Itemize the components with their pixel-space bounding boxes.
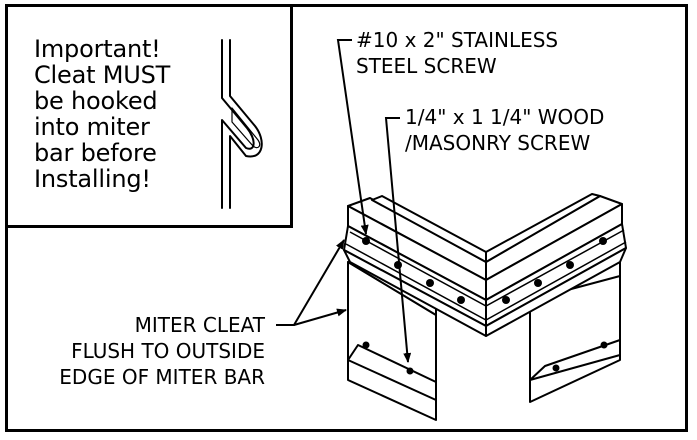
miter-cleat-label-line-2: FLUSH TO OUTSIDE — [71, 339, 265, 363]
wood-screw-label-line-1: 1/4" x 1 1/4" WOOD — [405, 105, 605, 129]
leader-lines — [276, 39, 412, 363]
leg-screw-dot — [406, 367, 414, 375]
leg-screw-dot — [552, 364, 560, 372]
diagram-border — [5, 4, 688, 432]
wood-screw-label-line-2: /MASONRY SCREW — [405, 131, 591, 155]
leg-screw-dot — [362, 341, 370, 349]
screw-dot — [362, 237, 370, 245]
screw-dot — [599, 237, 607, 245]
screw-dot — [534, 279, 542, 287]
wood-screw-callout: 1/4" x 1 1/4" WOOD /MASONRY SCREW — [405, 104, 604, 156]
note-line-5: bar before — [34, 139, 157, 167]
stainless-screws — [362, 237, 607, 304]
stainless-screw-label-line-2: STEEL SCREW — [356, 54, 497, 78]
screw-dot — [502, 296, 510, 304]
screw-dot — [426, 279, 434, 287]
wood-screws — [362, 341, 608, 375]
screw-dot — [566, 261, 574, 269]
stainless-screw-leader — [336, 39, 369, 235]
note-inset-box — [5, 4, 293, 228]
miter-cleat-callout: MITER CLEAT FLUSH TO OUTSIDE EDGE OF MIT… — [39, 312, 265, 390]
note-line-6: Installing! — [34, 165, 151, 193]
wood-screw-leader — [384, 117, 412, 363]
miter-cleat-leader-1 — [276, 239, 345, 326]
important-note: Important! Cleat MUST be hooked into mit… — [34, 36, 170, 192]
note-line-1: Important! — [34, 35, 161, 63]
note-line-3: be hooked — [34, 87, 158, 115]
stainless-screw-callout: #10 x 2" STAINLESS STEEL SCREW — [356, 27, 558, 79]
note-line-2: Cleat MUST — [34, 61, 171, 89]
miter-cleat-label-line-3: EDGE OF MITER BAR — [59, 365, 265, 389]
leg-screw-dot — [600, 341, 608, 349]
note-line-4: into miter — [34, 113, 150, 141]
miter-bar-edge-lines — [345, 229, 627, 336]
stainless-screw-label-line-1: #10 x 2" STAINLESS — [356, 28, 559, 52]
cleat-hook-detail — [221, 39, 263, 209]
miter-cleat-leader-2 — [293, 308, 347, 326]
miter-cleat-label-line-1: MITER CLEAT — [134, 313, 265, 337]
screw-dot — [457, 296, 465, 304]
